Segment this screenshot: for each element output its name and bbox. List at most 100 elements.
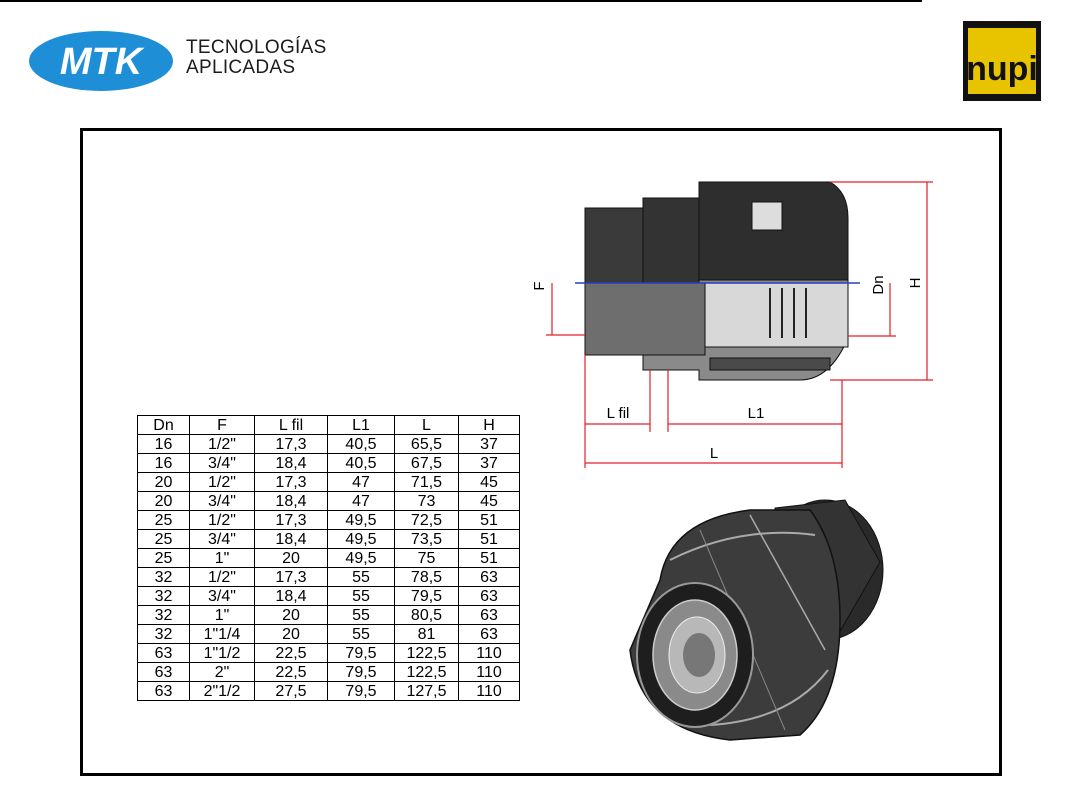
cell-l: 127,5 (394, 681, 459, 701)
grip-teeth (769, 288, 807, 338)
tagline-line2: APLICADAS (186, 57, 296, 78)
cell-f: 2" (189, 662, 255, 682)
cell-h: 51 (458, 510, 520, 530)
nupi-logo: nupi (963, 21, 1041, 101)
cell-dn: 32 (137, 586, 190, 606)
top-rule (0, 0, 922, 2)
cell-h: 110 (458, 662, 520, 682)
hex-nut (642, 197, 700, 284)
cell-lfil: 18,4 (254, 529, 328, 549)
section-bore (704, 282, 849, 348)
mtk-logo-text: MTK (60, 41, 145, 83)
cell-lfil: 17,3 (254, 472, 328, 492)
cell-f: 1"1/2 (189, 643, 255, 663)
body-label-plate (751, 201, 783, 231)
cell-l: 78,5 (394, 567, 459, 587)
cell-l1: 47 (327, 472, 395, 492)
cell-f: 2"1/2 (189, 681, 255, 701)
cell-h: 63 (458, 605, 520, 625)
cell-dn: 16 (137, 434, 190, 454)
cell-dn: 63 (137, 643, 190, 663)
col-header-h: H (458, 415, 520, 435)
cell-dn: 25 (137, 529, 190, 549)
mtk-logo: MTK TECNOLOGÍAS APLICADAS (28, 26, 358, 96)
cell-l: 122,5 (394, 643, 459, 663)
cell-f: 1/2" (189, 567, 255, 587)
cell-dn: 63 (137, 681, 190, 701)
mtk-oval-icon: MTK (29, 31, 173, 91)
cell-f: 3/4" (189, 453, 255, 473)
cross-section-drawing: F Dn H L fil L1 L (531, 181, 933, 468)
cell-lfil: 20 (254, 548, 328, 568)
cell-l: 122,5 (394, 662, 459, 682)
col-header-f: F (189, 415, 255, 435)
cell-h: 45 (458, 491, 520, 511)
cell-dn: 25 (137, 548, 190, 568)
datasheet-frame (80, 128, 1002, 776)
section-thread (584, 282, 706, 356)
cell-lfil: 20 (254, 624, 328, 644)
cell-h: 63 (458, 586, 520, 606)
cell-h: 63 (458, 567, 520, 587)
cell-l: 80,5 (394, 605, 459, 625)
cell-h: 51 (458, 548, 520, 568)
threaded-end (584, 207, 644, 284)
dim-h-label: H (907, 278, 924, 289)
cell-h: 110 (458, 643, 520, 663)
cell-h: 37 (458, 434, 520, 454)
cell-lfil: 17,3 (254, 434, 328, 454)
cell-l1: 47 (327, 491, 395, 511)
cell-dn: 20 (137, 491, 190, 511)
cell-l: 67,5 (394, 453, 459, 473)
cell-f: 3/4" (189, 586, 255, 606)
table-header-row: Dn F L fil L1 L H (137, 415, 520, 435)
cell-l: 73 (394, 491, 459, 511)
dim-lfil-label: L fil (607, 405, 630, 422)
cell-l1: 55 (327, 605, 395, 625)
cell-h: 37 (458, 453, 520, 473)
lower-wall (709, 357, 831, 371)
dim-dn-label: Dn (870, 275, 887, 294)
cell-lfil: 27,5 (254, 681, 328, 701)
cell-dn: 16 (137, 453, 190, 473)
cell-l: 79,5 (394, 586, 459, 606)
cell-lfil: 18,4 (254, 491, 328, 511)
cell-l: 81 (394, 624, 459, 644)
coupling-body (698, 181, 849, 283)
cell-l1: 49,5 (327, 529, 395, 549)
cell-lfil: 18,4 (254, 453, 328, 473)
cell-l1: 49,5 (327, 510, 395, 530)
cell-dn: 32 (137, 567, 190, 587)
product-render (629, 499, 884, 741)
cell-l1: 55 (327, 567, 395, 587)
cell-l1: 79,5 (327, 681, 395, 701)
cell-f: 1"1/4 (189, 624, 255, 644)
cell-l: 75 (394, 548, 459, 568)
cell-l: 71,5 (394, 472, 459, 492)
dim-l1-label: L1 (748, 405, 765, 422)
cell-f: 3/4" (189, 529, 255, 549)
cell-f: 1" (189, 548, 255, 568)
cell-l1: 40,5 (327, 434, 395, 454)
cell-f: 1/2" (189, 510, 255, 530)
cell-dn: 25 (137, 510, 190, 530)
cell-f: 1/2" (189, 434, 255, 454)
cell-dn: 32 (137, 624, 190, 644)
cell-h: 110 (458, 681, 520, 701)
dim-f-label: F (531, 281, 548, 290)
col-header-l: L (394, 415, 459, 435)
cell-lfil: 17,3 (254, 567, 328, 587)
